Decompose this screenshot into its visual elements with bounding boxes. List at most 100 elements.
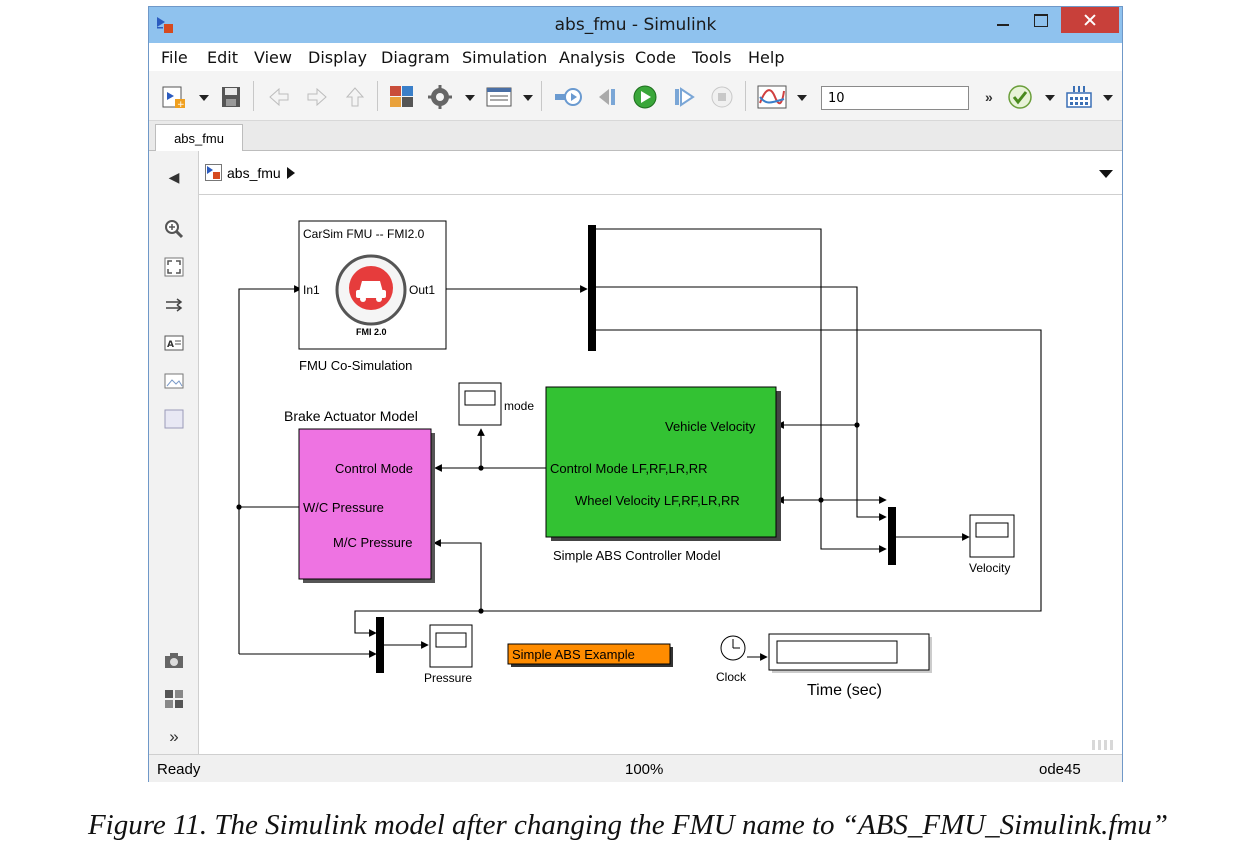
menu-simulation[interactable]: Simulation	[462, 48, 548, 67]
screenshot-icon[interactable]	[164, 651, 184, 671]
menu-bar: File Edit View Display Diagram Simulatio…	[149, 43, 1122, 71]
toolbar-overflow-button[interactable]: »	[985, 89, 993, 105]
fmu-out-port: Out1	[409, 283, 435, 297]
signal-lines	[238, 228, 1042, 661]
clock-block[interactable]: Clock	[716, 635, 747, 684]
model-explorer-icon[interactable]	[485, 85, 513, 109]
menu-analysis[interactable]: Analysis	[559, 48, 625, 67]
actuator-port-mc-pressure: M/C Pressure	[333, 535, 412, 550]
menu-view[interactable]: View	[254, 48, 292, 67]
breadcrumb-model[interactable]: abs_fmu	[227, 165, 281, 181]
step-back-icon[interactable]	[553, 85, 583, 109]
menu-tools[interactable]: Tools	[692, 48, 732, 67]
menu-help[interactable]: Help	[748, 48, 785, 67]
check-icon[interactable]	[1007, 85, 1033, 109]
status-solver[interactable]: ode45	[1039, 761, 1081, 778]
model-tab-strip: abs_fmu	[149, 121, 1122, 152]
chevron-down-icon[interactable]	[465, 95, 475, 101]
example-label: Simple ABS Example	[512, 647, 635, 662]
annotation-icon[interactable]: A	[164, 333, 184, 353]
up-icon[interactable]	[343, 85, 367, 109]
forward-icon[interactable]	[305, 85, 329, 109]
maximize-button[interactable]	[1023, 7, 1059, 33]
controller-port-wheel-velocity: Wheel Velocity LF,RF,LR,RR	[575, 493, 740, 508]
model-settings-icon[interactable]	[427, 85, 453, 109]
hide-browser-icon[interactable]: ◀	[168, 169, 180, 185]
title-bar: abs_fmu - Simulink	[149, 7, 1122, 43]
time-display-block[interactable]: Time (sec)	[768, 633, 932, 699]
model-canvas[interactable]: CarSim FMU -- FMI2.0 In1 Out1 FMI 2.0 FM…	[199, 195, 1122, 754]
area-icon[interactable]	[164, 409, 184, 429]
simulink-app-icon	[157, 17, 173, 33]
clock-label: Clock	[716, 670, 747, 684]
address-bar: abs_fmu	[199, 151, 1122, 195]
mux-block[interactable]	[588, 225, 596, 351]
svg-text:+: +	[177, 100, 185, 109]
menu-file[interactable]: File	[161, 48, 188, 67]
menu-edit[interactable]: Edit	[207, 48, 238, 67]
tab-abs-fmu[interactable]: abs_fmu	[155, 124, 243, 152]
fmu-block-name: FMU Co-Simulation	[299, 358, 412, 373]
toolbar: +	[149, 71, 1122, 121]
build-icon[interactable]	[1065, 85, 1093, 109]
window-title: abs_fmu - Simulink	[554, 15, 717, 35]
example-annotation[interactable]: Simple ABS Example	[507, 643, 673, 667]
velocity-mux-block[interactable]	[888, 507, 896, 565]
address-dropdown-icon[interactable]	[1099, 170, 1113, 178]
run-icon[interactable]	[631, 85, 659, 109]
status-bar: Ready 100% ode45	[149, 754, 1122, 782]
fmu-header: CarSim FMU -- FMI2.0	[303, 227, 425, 241]
menu-code[interactable]: Code	[635, 48, 676, 67]
route-lines-icon[interactable]	[164, 295, 184, 315]
svg-text:A: A	[167, 340, 174, 350]
fmi-badge: FMI 2.0	[356, 327, 387, 337]
simulink-window: abs_fmu - Simulink File Edit View Displa…	[148, 6, 1123, 782]
close-button[interactable]	[1061, 7, 1119, 33]
step-forward-icon[interactable]	[671, 85, 697, 109]
data-inspector-icon[interactable]	[757, 85, 787, 109]
chevron-down-icon[interactable]	[1103, 95, 1113, 101]
new-model-icon[interactable]: +	[161, 85, 187, 109]
fmu-in-port: In1	[303, 283, 320, 297]
rewind-icon[interactable]	[595, 85, 621, 109]
library-browser-icon[interactable]	[389, 85, 415, 109]
pressure-mux-block[interactable]	[376, 617, 384, 673]
toolbar-separator	[377, 81, 378, 111]
controller-block-name: Simple ABS Controller Model	[553, 548, 721, 563]
fit-view-icon[interactable]	[164, 257, 184, 277]
toolbar-separator	[253, 81, 254, 111]
menu-display[interactable]: Display	[308, 48, 367, 67]
chevron-down-icon[interactable]	[199, 95, 209, 101]
velocity-scope-label: Velocity	[969, 561, 1010, 575]
back-icon[interactable]	[267, 85, 291, 109]
save-icon[interactable]	[219, 85, 243, 109]
pressure-scope[interactable]: Pressure	[424, 624, 473, 685]
controller-port-control-mode: Control Mode LF,RF,LR,RR	[550, 461, 708, 476]
breadcrumb-arrow-icon[interactable]	[287, 167, 295, 179]
chevron-down-icon[interactable]	[523, 95, 533, 101]
zoom-icon[interactable]	[164, 219, 184, 239]
actuator-port-wc-pressure: W/C Pressure	[303, 500, 384, 515]
palette-sidebar: ◀ A	[149, 151, 199, 754]
chevron-down-icon[interactable]	[1045, 95, 1055, 101]
figure-caption: Figure 11. The Simulink model after chan…	[87, 809, 1169, 841]
mode-scope[interactable]: mode	[458, 382, 534, 426]
car-icon	[356, 281, 386, 302]
fmu-block[interactable]: CarSim FMU -- FMI2.0 In1 Out1 FMI 2.0 FM…	[298, 220, 447, 373]
velocity-scope[interactable]: Velocity	[969, 514, 1015, 575]
image-icon[interactable]	[164, 371, 184, 391]
time-display-label: Time (sec)	[807, 682, 882, 699]
more-icon[interactable]: »	[169, 727, 179, 746]
stop-time-field[interactable]: 10	[821, 86, 969, 110]
brake-actuator-block[interactable]: Control Mode W/C Pressure M/C Pressure	[298, 428, 435, 583]
viewmarks-icon[interactable]	[164, 689, 184, 709]
abs-controller-block[interactable]: Vehicle Velocity Control Mode LF,RF,LR,R…	[545, 386, 781, 541]
stop-icon[interactable]	[709, 85, 735, 109]
toolbar-separator	[541, 81, 542, 111]
menu-diagram[interactable]: Diagram	[381, 48, 450, 67]
actuator-port-control-mode: Control Mode	[335, 461, 413, 476]
model-icon	[205, 164, 222, 181]
chevron-down-icon[interactable]	[797, 95, 807, 101]
minimize-button[interactable]	[985, 7, 1021, 33]
status-state: Ready	[157, 761, 201, 778]
